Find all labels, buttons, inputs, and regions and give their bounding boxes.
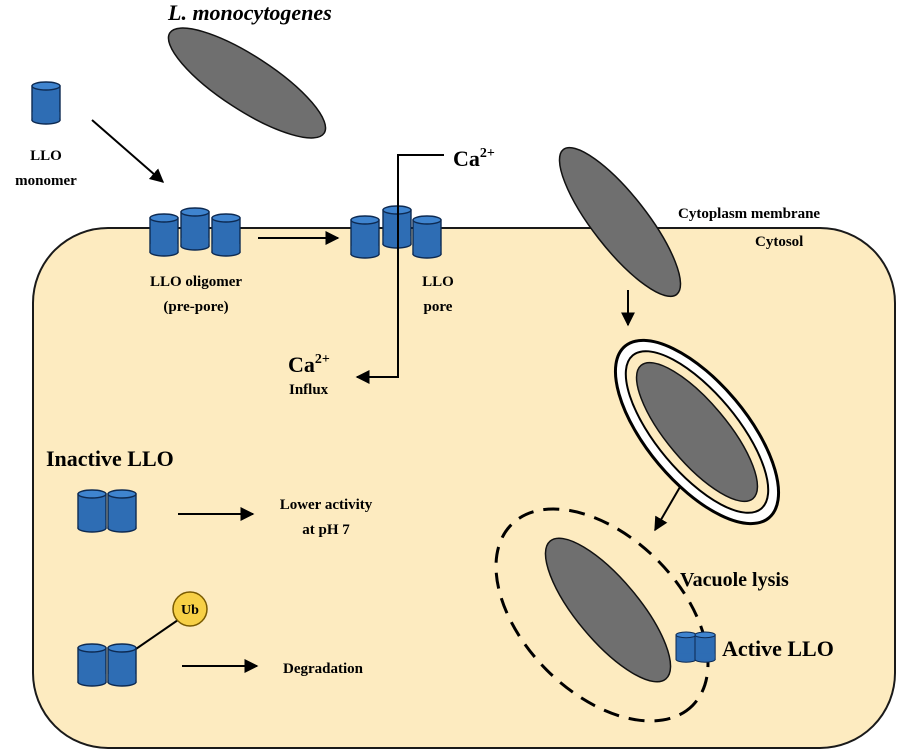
- lysed-vacuole: [494, 507, 710, 723]
- cytosol-label: Cytosol: [755, 234, 803, 250]
- llo-pore-label: LLO: [422, 274, 454, 290]
- inactive-llo-label: Inactive LLO: [46, 446, 174, 471]
- llo-oligomer-icon: [149, 207, 241, 257]
- calcium-outside-label: Ca2+: [453, 146, 495, 171]
- active-llo-icon: [675, 631, 716, 663]
- llo-monomer-label-2: monomer: [15, 173, 77, 189]
- vacuole-lysis-label: Vacuole lysis: [680, 569, 789, 591]
- arrow-vacuole-to-lysis: [654, 486, 681, 532]
- bacterium-released: [544, 537, 672, 683]
- influx-label: Influx: [289, 382, 329, 398]
- llo-oligomer-label: LLO oligomer: [150, 274, 242, 290]
- bacterium-in-vacuole: [635, 361, 759, 503]
- llo-monomer-icon: [31, 81, 61, 125]
- llo-pore-label-2: pore: [424, 299, 453, 315]
- bacterium-extracellular: [167, 27, 327, 139]
- lower-activity-label: Lower activity: [280, 497, 373, 513]
- ubiquitin-badge: [172, 591, 208, 627]
- active-llo-label: Active LLO: [722, 636, 834, 661]
- degradation-label: Degradation: [283, 661, 364, 677]
- ubiquitin-link: [132, 619, 179, 652]
- bacterium-title: L. monocytogenes: [167, 0, 332, 25]
- llo-monomer-label: LLO: [30, 148, 62, 164]
- arrow-monomer-to-oligomer: [91, 119, 165, 183]
- ubiquitin-label: Ub: [181, 603, 199, 618]
- llo-oligomer-label-2: (pre-pore): [163, 299, 228, 315]
- calcium-flow-line: [355, 154, 444, 384]
- cytoplasm-membrane-label: Cytoplasm membrane: [678, 206, 820, 222]
- bacterium-entering: [558, 146, 682, 298]
- lower-activity-label-2: at pH 7: [302, 522, 350, 538]
- calcium-inside-label: Ca2+: [288, 352, 330, 377]
